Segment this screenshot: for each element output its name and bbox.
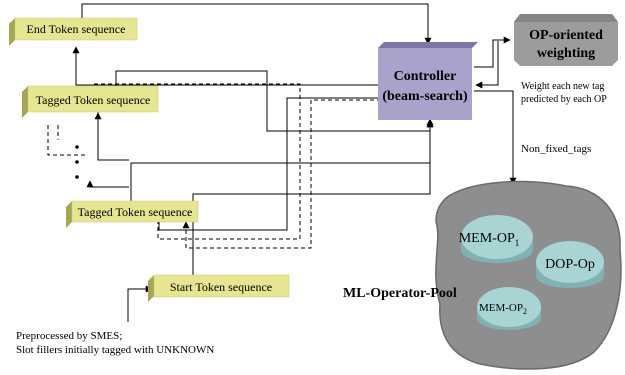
cylinder-mem-op2: MEM-OP2 bbox=[477, 287, 541, 330]
dashed-edge-d bbox=[94, 83, 301, 240]
edge-weighting-to-controller bbox=[475, 41, 499, 89]
mem-op1-subscript: 1 bbox=[515, 238, 520, 248]
token-box-tagged-top: Tagged Token sequence bbox=[22, 85, 159, 118]
edge-controller-to-pool bbox=[474, 90, 517, 185]
token-box-end: End Token sequence bbox=[9, 17, 138, 46]
footnote-line1: Preprocessed by SMES; bbox=[16, 330, 122, 342]
controller-box: Controller (beam-search) bbox=[378, 42, 478, 120]
weighting-note-line1: Weight each new tag bbox=[521, 81, 604, 92]
ellipsis-dots bbox=[75, 145, 79, 179]
pool-title: ML-Operator-Pool bbox=[343, 286, 457, 301]
svg-text:MEM-OP1: MEM-OP1 bbox=[459, 231, 520, 248]
mem-op2-subscript: 2 bbox=[523, 307, 527, 316]
edge-return-tagged-top bbox=[94, 112, 129, 161]
token-box-tagged-top-label: Tagged Token sequence bbox=[36, 93, 151, 107]
cylinder-dop-op: DOP-Op bbox=[536, 241, 604, 288]
weighting-box: OP-oriented weighting bbox=[514, 14, 618, 66]
edge-end-to-controller bbox=[81, 3, 432, 45]
weighting-note-line2: predicted by each OP bbox=[521, 94, 607, 105]
edge-footnote-to-start bbox=[127, 285, 153, 322]
dashed-edge-a bbox=[47, 125, 85, 156]
weighting-subtitle: weighting bbox=[537, 46, 595, 61]
edge-tagged-bottom-to-controller bbox=[130, 120, 434, 202]
footnote-line2: Slot fillers initially tagged with UNKNO… bbox=[16, 344, 214, 356]
mem-op2-label: MEM-OP bbox=[479, 302, 523, 314]
token-box-tagged-bottom: Tagged Token sequence bbox=[66, 200, 199, 228]
token-box-tagged-bottom-label: Tagged Token sequence bbox=[78, 205, 193, 219]
edge-dots-to-tagged-bottom bbox=[86, 180, 129, 188]
connectors bbox=[72, 3, 517, 322]
token-box-end-label: End Token sequence bbox=[27, 22, 126, 36]
non-fixed-tags-label: Non_fixed_tags bbox=[521, 143, 591, 155]
dashed-edge-b bbox=[182, 99, 395, 249]
controller-subtitle: (beam-search) bbox=[382, 89, 468, 104]
operator-pool: MEM-OP1 DOP-Op MEM-OP2 bbox=[435, 180, 622, 370]
token-box-start-label: Start Token sequence bbox=[170, 280, 272, 294]
edge-controller-to-weighting bbox=[474, 36, 511, 68]
dop-op-label: DOP-Op bbox=[545, 257, 595, 272]
controller-title: Controller bbox=[394, 69, 457, 84]
weighting-title: OP-oriented bbox=[529, 28, 603, 43]
cylinder-mem-op1: MEM-OP1 bbox=[459, 215, 533, 263]
mem-op1-label: MEM-OP bbox=[459, 231, 515, 246]
token-box-start: Start Token sequence bbox=[148, 274, 290, 302]
edge-controller-to-end bbox=[72, 46, 378, 86]
svg-text:MEM-OP2: MEM-OP2 bbox=[479, 302, 527, 316]
